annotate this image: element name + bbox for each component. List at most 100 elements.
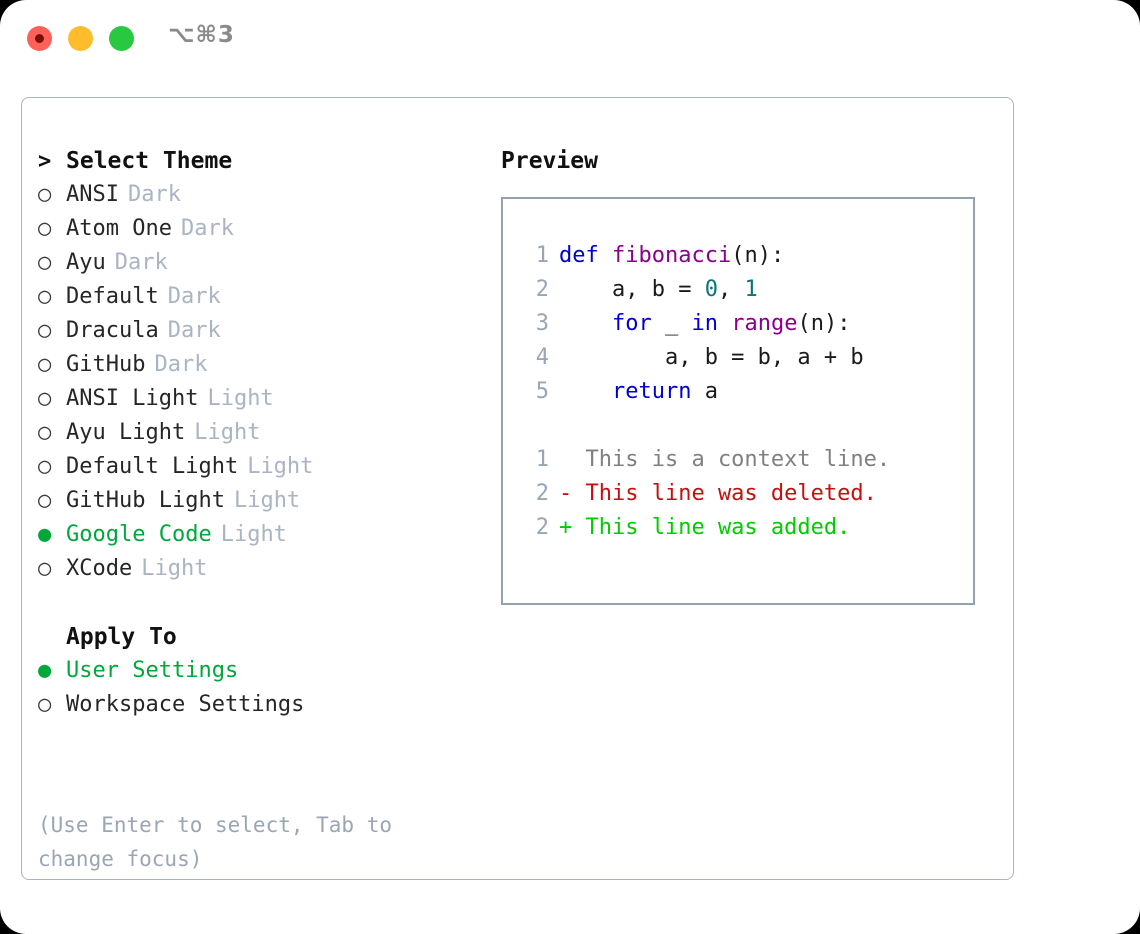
diff-line-context: 1 This is a context line. — [503, 447, 973, 481]
main-panel: > Select Theme ○ ANSI Dark ○ Atom One Da… — [21, 97, 1014, 880]
theme-picker-column: > Select Theme ○ ANSI Dark ○ Atom One Da… — [38, 148, 478, 726]
radio-selected-icon[interactable]: ● — [38, 658, 52, 683]
minimize-button-icon[interactable] — [68, 26, 93, 51]
radio-icon[interactable]: ○ — [38, 216, 52, 241]
caret-icon: > — [38, 149, 52, 174]
section-spacer — [38, 590, 478, 624]
code-token-keyword: in — [691, 311, 718, 336]
diff-line-number: 1 — [535, 447, 549, 472]
apply-to-option-label: User Settings — [66, 658, 239, 683]
radio-icon[interactable]: ○ — [38, 284, 52, 309]
diff-line-number: 2 — [535, 481, 549, 506]
theme-option-atom-one-dark[interactable]: ○ Atom One Dark — [38, 216, 478, 250]
radio-icon[interactable]: ○ — [38, 454, 52, 479]
diff-line-text: This is a context line. — [559, 447, 891, 472]
diff-line-text: - This line was deleted. — [559, 481, 877, 506]
window-title-shortcut: ⌥⌘3 — [168, 22, 235, 48]
theme-option-label: GitHub Light — [66, 488, 225, 513]
theme-option-ayu-dark[interactable]: ○ Ayu Dark — [38, 250, 478, 284]
code-token-number: 1 — [744, 277, 758, 302]
apply-to-option-label: Workspace Settings — [66, 692, 305, 717]
title-bar: ⌥⌘3 — [0, 0, 1140, 78]
code-token-function: range — [731, 311, 798, 336]
maximize-button-icon[interactable] — [109, 26, 134, 51]
theme-option-variant: Dark — [167, 318, 221, 343]
radio-icon[interactable]: ○ — [38, 556, 52, 581]
code-line: 2 a, b = 0, 1 — [503, 277, 973, 311]
theme-option-label: ANSI Light — [66, 386, 199, 411]
radio-icon[interactable]: ○ — [38, 182, 52, 207]
theme-option-variant: Dark — [167, 284, 221, 309]
theme-picker-heading: > Select Theme — [38, 148, 478, 182]
code-diff-separator — [503, 413, 973, 447]
apply-to-title: Apply To — [66, 624, 177, 650]
theme-option-variant: Dark — [114, 250, 168, 275]
code-line-number: 1 — [535, 243, 549, 268]
theme-option-variant: Light — [233, 488, 301, 513]
theme-option-google-code-light[interactable]: ● Google Code Light — [38, 522, 478, 556]
theme-option-ayu-light[interactable]: ○ Ayu Light Light — [38, 420, 478, 454]
code-token-keyword: for — [611, 311, 652, 336]
theme-option-label: Atom One — [66, 216, 172, 241]
code-token-plain: a, b = — [559, 277, 705, 302]
radio-icon[interactable]: ○ — [38, 386, 52, 411]
radio-icon[interactable]: ○ — [38, 488, 52, 513]
radio-icon[interactable]: ○ — [38, 420, 52, 445]
theme-option-dracula-dark[interactable]: ○ Dracula Dark — [38, 318, 478, 352]
traffic-light-controls — [27, 26, 134, 51]
apply-to-option-user-settings[interactable]: ● User Settings — [38, 658, 478, 692]
radio-icon[interactable]: ○ — [38, 352, 52, 377]
theme-option-xcode-light[interactable]: ○ XCode Light — [38, 556, 478, 590]
code-preview-box: 1 def fibonacci(n): 2 a, b = 0, 1 3 for … — [501, 197, 975, 605]
theme-option-ansi-light[interactable]: ○ ANSI Light Light — [38, 386, 478, 420]
keyboard-hint-text: (Use Enter to select, Tab to change focu… — [38, 813, 405, 871]
theme-option-github-light[interactable]: ○ GitHub Light Light — [38, 488, 478, 522]
radio-icon[interactable]: ○ — [38, 250, 52, 275]
close-button-icon[interactable] — [27, 26, 52, 51]
theme-option-label: Ayu Light — [66, 420, 186, 445]
code-token-plain: (n): — [731, 243, 785, 268]
code-token-function: fibonacci — [611, 243, 732, 268]
theme-option-default-dark[interactable]: ○ Default Dark — [38, 284, 478, 318]
theme-option-label: Default — [66, 284, 159, 309]
code-line-number: 5 — [535, 379, 549, 404]
diff-line-number: 2 — [535, 515, 549, 540]
code-token-plain — [559, 311, 612, 336]
theme-option-variant: Light — [247, 454, 314, 479]
preview-title: Preview — [501, 148, 598, 174]
radio-icon[interactable]: ○ — [38, 318, 52, 343]
diff-line-added: 2 + This line was added. — [503, 515, 973, 549]
code-line: 5 return a — [503, 379, 973, 413]
theme-option-label: Ayu — [66, 250, 106, 275]
radio-icon[interactable]: ○ — [38, 692, 52, 717]
code-token-plain: _ — [651, 311, 692, 336]
code-token-plain — [718, 311, 731, 336]
diff-line-text: + This line was added. — [559, 515, 851, 540]
code-token-plain: a — [691, 379, 718, 404]
code-line: 4 a, b = b, a + b — [503, 345, 973, 379]
theme-option-default-light[interactable]: ○ Default Light Light — [38, 454, 478, 488]
code-line-number: 3 — [535, 311, 549, 336]
code-token-plain: (n): — [797, 311, 851, 336]
code-token-keyword: def — [559, 243, 612, 268]
code-line: 3 for _ in range(n): — [503, 311, 973, 345]
radio-selected-icon[interactable]: ● — [38, 522, 52, 547]
theme-option-variant: Light — [141, 556, 208, 581]
theme-option-label: Dracula — [66, 318, 159, 343]
code-token-plain: a, b = b, a + b — [559, 345, 864, 370]
code-token-number: 0 — [704, 277, 718, 302]
theme-option-variant: Dark — [154, 352, 208, 377]
theme-option-label: XCode — [66, 556, 133, 581]
theme-option-label: ANSI — [66, 182, 119, 207]
code-line: 1 def fibonacci(n): — [503, 243, 973, 277]
theme-option-ansi-dark[interactable]: ○ ANSI Dark — [38, 182, 478, 216]
theme-option-variant: Light — [194, 420, 261, 445]
theme-option-label: Google Code — [66, 522, 212, 547]
theme-option-variant: Light — [220, 522, 287, 547]
theme-option-variant: Dark — [127, 182, 181, 207]
theme-option-github-dark[interactable]: ○ GitHub Dark — [38, 352, 478, 386]
theme-option-variant: Light — [207, 386, 274, 411]
apply-to-option-workspace-settings[interactable]: ○ Workspace Settings — [38, 692, 478, 726]
code-token-keyword: return — [611, 379, 692, 404]
theme-option-label: GitHub — [66, 352, 146, 377]
